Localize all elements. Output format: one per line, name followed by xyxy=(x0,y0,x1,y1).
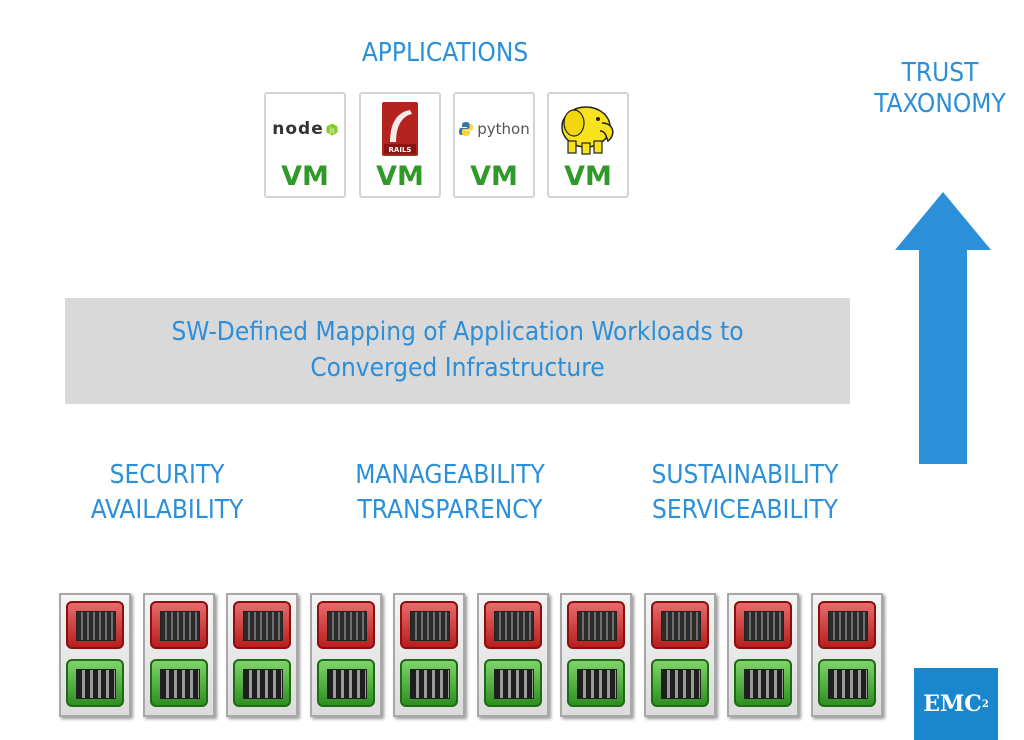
server-unit-red xyxy=(233,601,291,649)
server-unit-red xyxy=(818,601,876,649)
python-logo-icon: python xyxy=(455,100,533,158)
vm-card-python: python VM xyxy=(453,92,535,198)
server-rack-icon xyxy=(811,593,883,717)
server-unit-green xyxy=(400,659,458,707)
server-rack-icon xyxy=(310,593,382,717)
mapping-band: SW-Defined Mapping of Application Worklo… xyxy=(65,298,850,404)
attribute-label: AVAILABILITY xyxy=(90,495,244,525)
server-rack-icon xyxy=(477,593,549,717)
emc-logo-superscript: 2 xyxy=(981,698,989,710)
attribute-label: TRANSPARENCY xyxy=(357,495,543,525)
mapping-line-2: Converged Infrastructure xyxy=(310,353,605,383)
hadoop-elephant-icon xyxy=(549,100,627,158)
attribute-label: SECURITY xyxy=(109,460,225,490)
server-rack-icon xyxy=(727,593,799,717)
server-unit-red xyxy=(734,601,792,649)
server-unit-green xyxy=(567,659,625,707)
vm-card-node: node js VM xyxy=(264,92,346,198)
server-unit-red xyxy=(150,601,208,649)
server-unit-green xyxy=(150,659,208,707)
server-unit-green xyxy=(484,659,542,707)
attribute-label: SERVICEABILITY xyxy=(652,495,838,525)
server-unit-green xyxy=(317,659,375,707)
server-unit-red xyxy=(651,601,709,649)
server-unit-green xyxy=(233,659,291,707)
server-unit-green xyxy=(734,659,792,707)
server-unit-green xyxy=(651,659,709,707)
applications-title: APPLICATIONS xyxy=(361,38,529,68)
server-unit-red xyxy=(317,601,375,649)
server-rack-icon xyxy=(560,593,632,717)
attribute-label: MANAGEABILITY xyxy=(355,460,545,490)
mapping-line-1: SW-Defined Mapping of Application Worklo… xyxy=(171,317,744,347)
emc-logo-text: EMC xyxy=(923,691,982,717)
server-unit-green xyxy=(818,659,876,707)
server-unit-red xyxy=(66,601,124,649)
vm-label: VM xyxy=(281,161,329,192)
mapping-text: SW-Defined Mapping of Application Worklo… xyxy=(65,314,850,386)
attribute-group-security: SECURITY AVAILABILITY xyxy=(62,458,272,528)
rails-logo-icon: RAILS xyxy=(361,100,439,158)
server-unit-red xyxy=(484,601,542,649)
attribute-group-sustainability: SUSTAINABILITY SERVICEABILITY xyxy=(625,458,865,528)
server-unit-red xyxy=(567,601,625,649)
svg-text:js: js xyxy=(328,126,335,134)
trust-taxonomy-label: TRUST TAXONOMY xyxy=(855,58,1024,120)
trust-line-1: TRUST xyxy=(901,58,979,88)
server-rack-icon xyxy=(143,593,215,717)
python-logo-text: python xyxy=(477,120,530,138)
attribute-group-manageability: MANAGEABILITY TRANSPARENCY xyxy=(325,458,575,528)
server-rack-icon xyxy=(644,593,716,717)
trust-line-2: TAXONOMY xyxy=(874,89,1006,119)
attribute-label: SUSTAINABILITY xyxy=(651,460,839,490)
rails-logo-text: RAILS xyxy=(389,146,412,154)
vm-label: VM xyxy=(376,161,424,192)
upward-arrow-icon xyxy=(895,192,991,464)
server-rack-icon xyxy=(393,593,465,717)
server-rack-icon xyxy=(226,593,298,717)
server-unit-red xyxy=(400,601,458,649)
vm-card-hadoop: VM xyxy=(547,92,629,198)
vm-label: VM xyxy=(470,161,518,192)
vm-label: VM xyxy=(564,161,612,192)
server-rack-icon xyxy=(59,593,131,717)
server-unit-green xyxy=(66,659,124,707)
nodejs-logo-icon: node js xyxy=(266,100,344,158)
vm-card-rails: RAILS VM xyxy=(359,92,441,198)
nodejs-logo-text: node xyxy=(272,119,324,139)
